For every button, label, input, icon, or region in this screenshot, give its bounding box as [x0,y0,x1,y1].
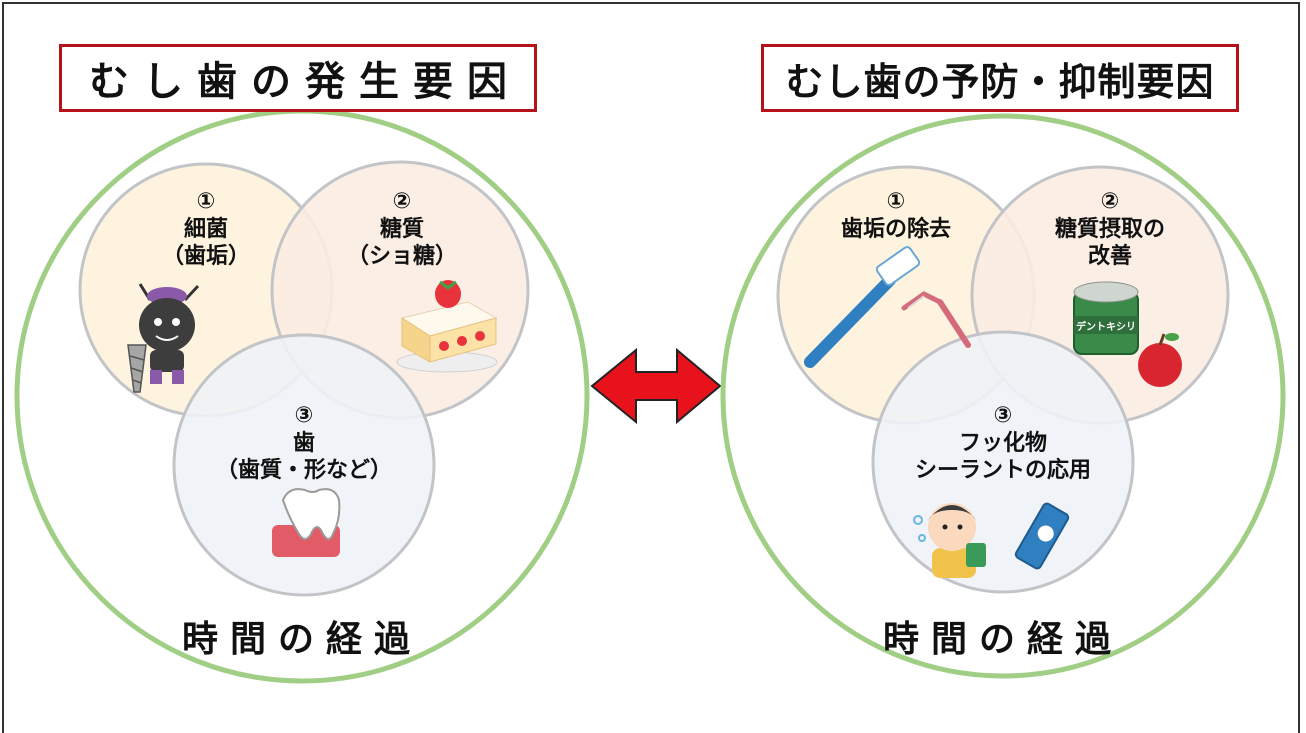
right-factor-2-number: ② [1100,189,1120,214]
right-factor-3-line-2: シーラントの応用 [914,458,1091,483]
left-factor-2-label: ② 糖質 （ショ糖） [322,188,482,271]
double-headed-arrow-icon [590,347,722,425]
right-factor-1-number: ① [886,189,906,214]
right-title: むし歯の予防・抑制要因 [761,44,1239,112]
left-title: むし歯の発生要因 [59,44,537,112]
left-factor-3-number: ③ [294,403,314,428]
left-factor-3-label: ③ 歯 （歯質・形など） [204,402,404,485]
molar-tooth-icon [272,488,341,557]
left-factor-1-line-2: （歯垢） [161,244,250,269]
right-factor-3-line-1: フッ化物 [958,430,1047,456]
strawberry-cake-icon [396,280,498,373]
left-factor-1-line-1: 細菌 [183,216,228,242]
right-factor-2-label: ② 糖質摂取の 改善 [1030,188,1190,271]
left-factor-1-number: ① [196,189,216,214]
right-factor-1-line-1: 歯垢の除去 [840,216,951,242]
toothbrush-floss-icon [804,246,971,368]
right-factor-3-number: ③ [993,403,1013,428]
germ-character-icon [127,283,200,393]
gum-product-label: デントキシリ [1076,320,1136,333]
child-rinsing-toothpaste-icon [913,502,1070,578]
left-venn-circle-3 [172,333,436,597]
left-factor-2-number: ② [392,189,412,214]
right-outer-ring [720,113,1286,679]
right-factor-3-label: ③ フッ化物 シーラントの応用 [893,402,1113,485]
right-time-label: 時間の経過 [882,619,1123,660]
left-factor-3-line-2: （歯質・形など） [215,458,392,483]
left-factor-1-label: ① 細菌 （歯垢） [126,188,286,271]
right-factor-1-label: ① 歯垢の除去 [816,188,976,243]
right-factor-2-line-1: 糖質摂取の [1054,216,1165,242]
left-factor-2-line-1: 糖質 [379,216,424,242]
xylitol-gum-apple-icon: デントキシリ [1073,281,1182,387]
left-time-label: 時間の経過 [181,619,422,660]
left-factor-3-line-1: 歯 [292,430,315,456]
right-factor-2-line-2: 改善 [1087,244,1132,269]
left-factor-2-line-2: （ショ糖） [346,244,457,269]
